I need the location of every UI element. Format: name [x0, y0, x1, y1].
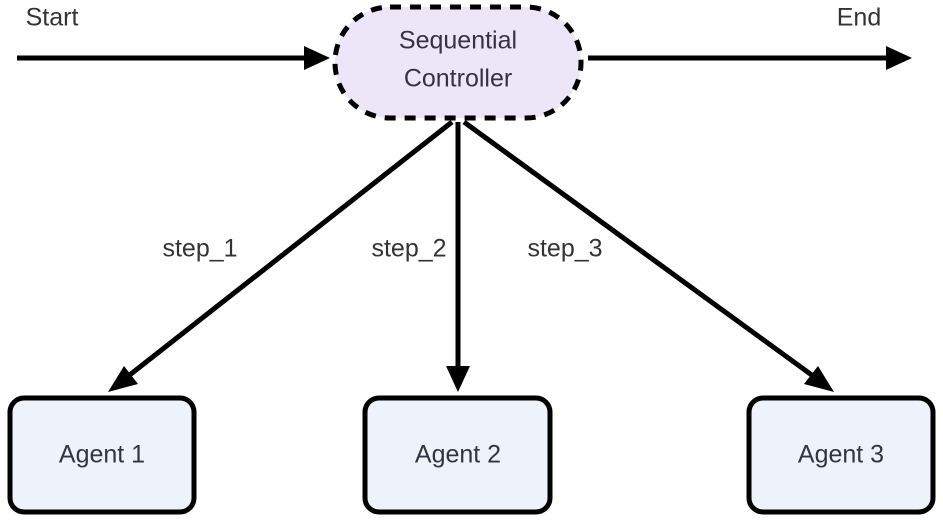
edge-start-to-controller — [17, 46, 330, 70]
agent-1-label: Agent 1 — [59, 441, 145, 469]
start-label: Start — [26, 4, 79, 32]
node-sequential-controller[interactable]: Sequential Controller — [332, 4, 584, 121]
step-2-arrow-head-icon — [446, 366, 470, 392]
edge-controller-to-end — [588, 46, 912, 70]
step-3-arrow-head-icon — [804, 366, 834, 392]
start-arrow-head-icon — [304, 46, 330, 70]
edge-label-step-1: step_1 — [162, 235, 237, 263]
controller-label-line-2: Controller — [404, 65, 512, 93]
end-arrow-head-icon — [886, 46, 912, 70]
agent-3-box-outline — [746, 395, 936, 515]
step-1-line — [120, 120, 454, 383]
step-1-arrow-head-icon — [108, 366, 138, 392]
end-label: End — [837, 4, 881, 32]
edge-controller-to-agent-1 — [108, 120, 454, 392]
agent-1-box-outline — [7, 395, 197, 515]
node-agent-3[interactable]: Agent 3 — [746, 395, 936, 515]
controller-label-line-1: Sequential — [399, 27, 517, 55]
node-agent-1[interactable]: Agent 1 — [7, 395, 197, 515]
node-agent-2[interactable]: Agent 2 — [362, 395, 553, 515]
edge-label-step-2: step_2 — [371, 235, 446, 263]
agent-2-label: Agent 2 — [415, 441, 501, 469]
edge-controller-to-agent-3 — [462, 119, 834, 392]
edge-controller-to-agent-2 — [446, 122, 470, 392]
agent-2-box-outline — [362, 395, 553, 515]
controller-shape-outline — [332, 4, 584, 121]
step-3-line — [462, 119, 822, 384]
edge-label-step-3: step_3 — [527, 235, 602, 263]
agent-3-label: Agent 3 — [798, 441, 884, 469]
